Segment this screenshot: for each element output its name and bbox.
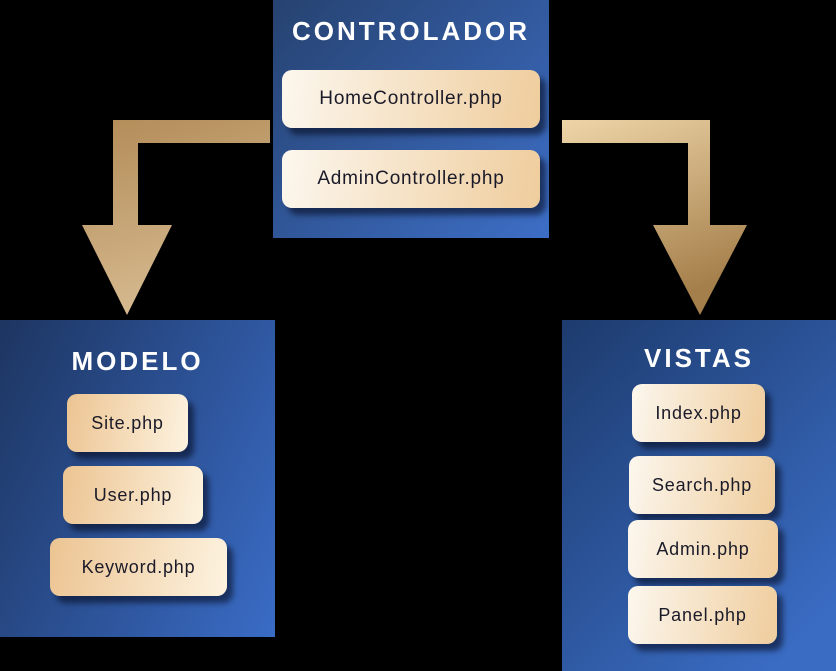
views-file-panel: Panel.php (628, 586, 777, 644)
views-file-admin: Admin.php (628, 520, 778, 578)
model-file-label: Site.php (91, 412, 164, 433)
controller-file-label: AdminController.php (317, 168, 505, 189)
controller-file-label: HomeController.php (319, 88, 503, 109)
model-file-label: User.php (93, 484, 173, 505)
views-title: VISTAS (644, 343, 754, 373)
views-file-label: Admin.php (656, 538, 750, 559)
views-file-label: Search.php (651, 474, 753, 495)
views-panel: VISTAS Index.php Search.php Admin.php Pa… (562, 320, 836, 671)
model-title: MODELO (71, 346, 204, 376)
controller-title: CONTROLADOR (291, 16, 531, 46)
arrow-controller-to-model-icon (82, 120, 270, 315)
arrow-down-left-icon (82, 120, 270, 315)
views-file-index: Index.php (632, 384, 765, 442)
model-file-site: Site.php (67, 394, 188, 452)
model-file-user: User.php (63, 466, 203, 524)
views-file-label: Panel.php (658, 604, 747, 625)
controller-panel: CONTROLADOR HomeController.php AdminCont… (273, 0, 549, 238)
model-panel: MODELO Site.php User.php Keyword.php (0, 320, 275, 637)
model-file-keyword: Keyword.php (50, 538, 227, 596)
model-file-label: Keyword.php (81, 556, 196, 577)
arrow-controller-to-views-icon (562, 120, 747, 315)
controller-file-homecontroller: HomeController.php (282, 70, 540, 128)
arrow-down-right-icon (562, 120, 747, 315)
controller-file-admincontroller: AdminController.php (282, 150, 540, 208)
views-file-search: Search.php (629, 456, 775, 514)
views-file-label: Index.php (655, 402, 742, 423)
